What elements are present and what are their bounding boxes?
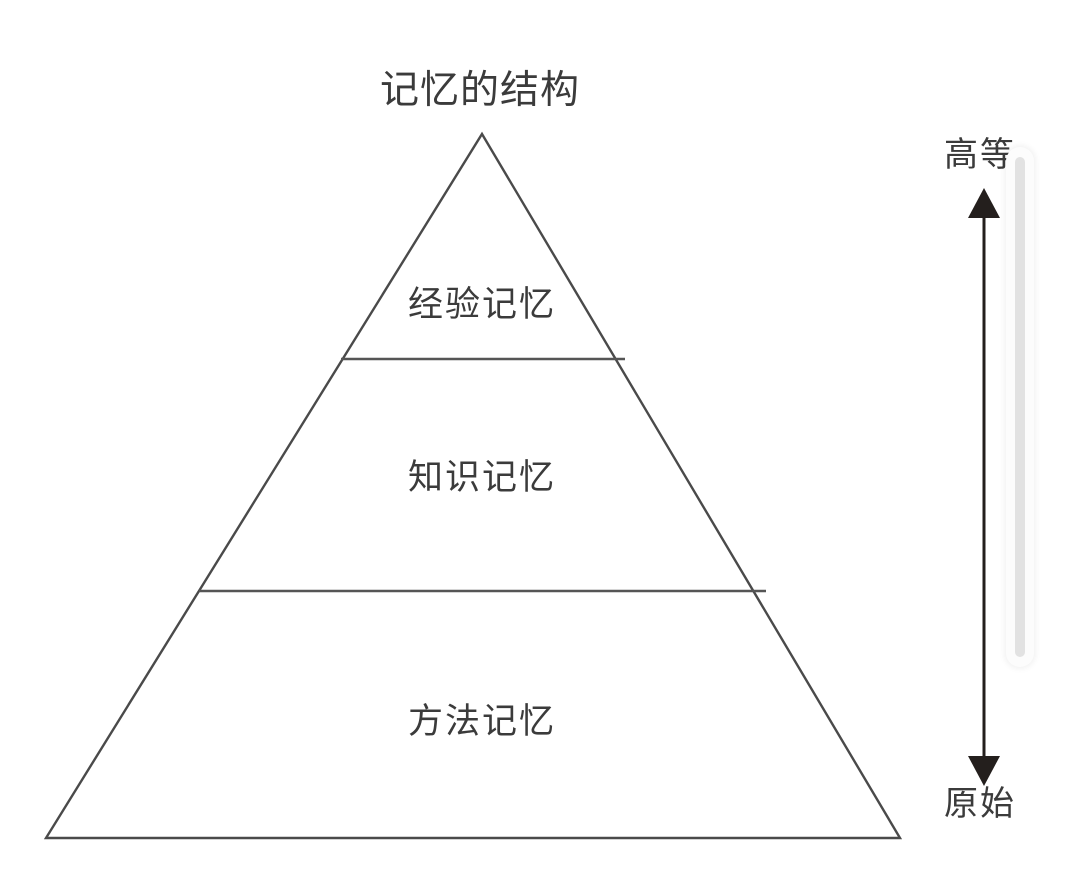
pyramid-tier-label-middle: 知识记忆: [407, 458, 557, 497]
pyramid-tier-label-top: 经验记忆: [407, 285, 557, 324]
axis-arrow-head-up: [968, 188, 1000, 218]
axis-label-high: 高等: [944, 136, 1016, 174]
pyramid-tier-label-bottom: 方法记忆: [407, 702, 557, 741]
scrollbar-thumb[interactable]: [1015, 157, 1025, 657]
pyramid-outline: [43, 131, 903, 840]
axis-label-primitive: 原始: [944, 785, 1016, 823]
axis-arrow-head-down: [968, 756, 1000, 786]
vertical-scrollbar[interactable]: [1006, 147, 1034, 667]
page-title: 记忆的结构: [379, 69, 580, 112]
